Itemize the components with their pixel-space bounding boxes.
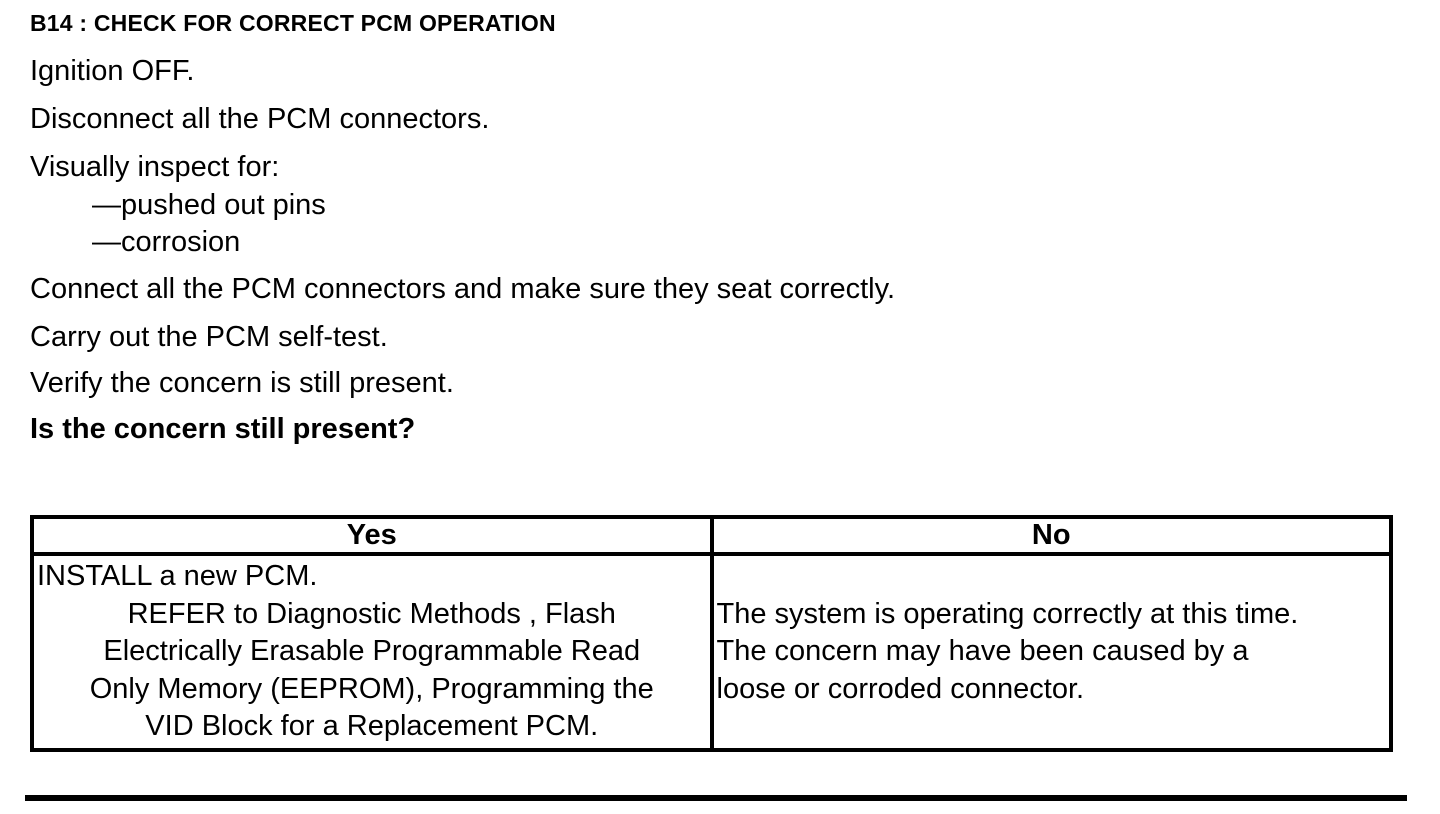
step-ignition-off: Ignition OFF. [30, 55, 195, 87]
yes-cell-line: Only Memory (EEPROM), Programming the [89, 672, 654, 705]
step-disconnect: Disconnect all the PCM connectors. [30, 103, 490, 135]
yes-column-header: Yes [30, 515, 714, 556]
step-verify-concern: Verify the concern is still present. [30, 367, 454, 399]
no-cell-line: loose or corroded connector. [716, 672, 1085, 705]
no-column-header: No [709, 515, 1393, 556]
step-self-test: Carry out the PCM self-test. [30, 321, 388, 353]
no-cell-line: The system is operating correctly at thi… [716, 597, 1299, 630]
yes-cell-line: VID Block for a Replacement PCM. [145, 710, 599, 742]
decision-question: Is the concern still present? [30, 413, 416, 445]
substep-pushed-out-pins: —pushed out pins [92, 189, 326, 221]
yes-cell-line: REFER to Diagnostic Methods , Flash [127, 597, 616, 630]
yes-cell-line: Electrically Erasable Programmable Read [103, 635, 641, 667]
section-divider-rule [25, 795, 1407, 801]
results-table: Yes No INSTALL a new PCM. REFER to Diagn… [30, 515, 1393, 752]
yes-action-cell: INSTALL a new PCM. REFER to Diagnostic M… [30, 552, 714, 752]
no-cell-line: The concern may have been caused by a [716, 635, 1249, 667]
step-connect: Connect all the PCM connectors and make … [30, 273, 896, 305]
no-action-cell: The system is operating correctly at thi… [709, 552, 1393, 752]
substep-corrosion: —corrosion [92, 226, 241, 258]
results-table-body-row: INSTALL a new PCM. REFER to Diagnostic M… [30, 552, 1393, 752]
yes-cell-line: INSTALL a new PCM. [37, 560, 318, 592]
step-visually-inspect: Visually inspect for: [30, 151, 280, 183]
results-table-header-row: Yes No [30, 515, 1393, 556]
procedure-title: B14 : CHECK FOR CORRECT PCM OPERATION [30, 10, 556, 36]
